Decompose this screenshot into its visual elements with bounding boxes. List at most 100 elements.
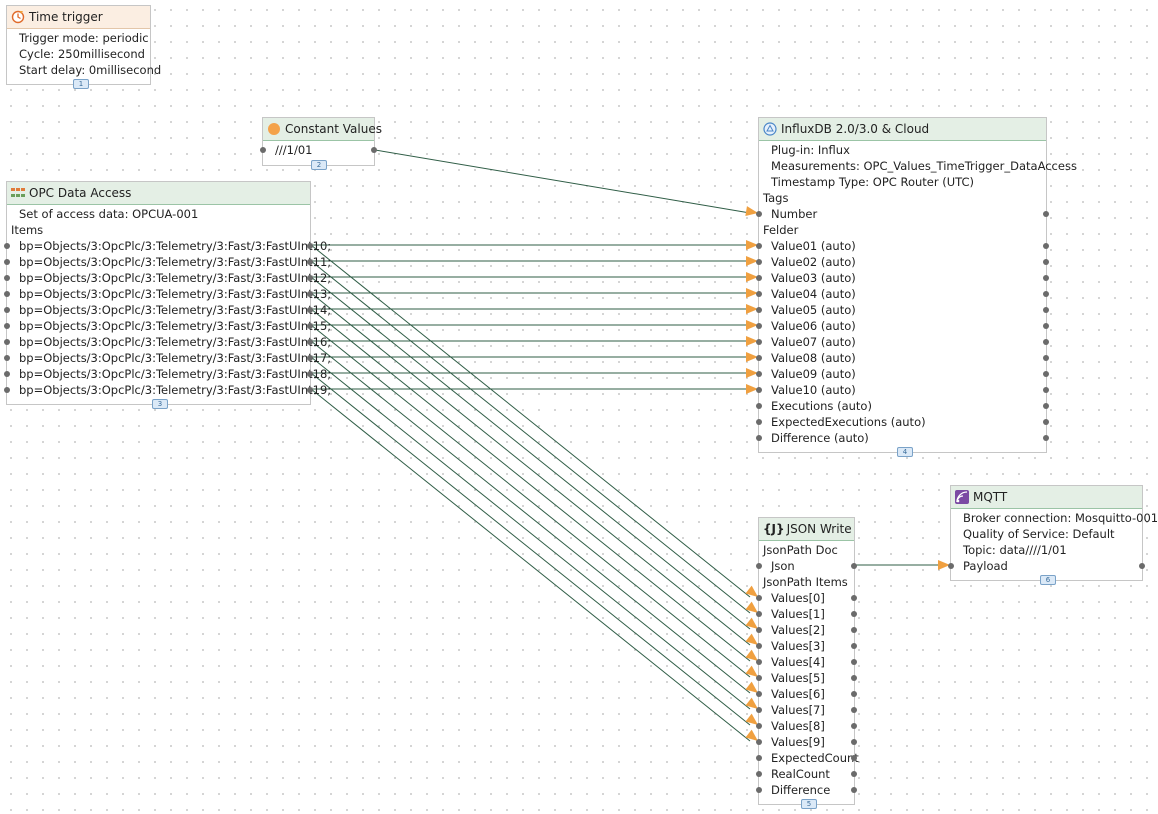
input-port[interactable] [756,403,762,409]
opc-item-row[interactable]: bp=Objects/3:OpcPlc/3:Telemetry/3:Fast/3… [4,238,331,254]
influx-field-row[interactable]: ExpectedExecutions (auto) [756,414,1049,430]
input-port[interactable] [948,563,954,569]
opc-to-json-wire-line[interactable] [310,260,751,614]
opc-to-json-wire-line[interactable] [310,308,751,662]
output-port[interactable] [307,291,313,297]
opc-item-row[interactable]: bp=Objects/3:OpcPlc/3:Telemetry/3:Fast/3… [4,382,331,398]
opc-to-json-wire-line[interactable] [310,356,751,710]
json-item-row[interactable]: Values[6] [756,686,857,702]
input-port[interactable] [4,291,10,297]
input-port[interactable] [4,371,10,377]
input-port[interactable] [756,595,762,601]
influx-field-row[interactable]: Value06 (auto) [756,318,1049,334]
input-port[interactable] [756,627,762,633]
influx-field-row[interactable]: Value10 (auto) [756,382,1049,398]
input-port[interactable] [4,275,10,281]
output-port[interactable] [307,243,313,249]
output-port[interactable] [851,595,857,601]
input-port[interactable] [260,147,266,153]
node-mqtt[interactable]: MQTT Broker connection: Mosquitto-001 Qu… [948,485,1158,585]
node-influxdb[interactable]: InfluxDB 2.0/3.0 & Cloud Plug-in: Influx… [756,117,1077,457]
output-port[interactable] [851,675,857,681]
node-opc-data-access[interactable]: OPC Data Access Set of access data: OPCU… [4,181,331,409]
input-port[interactable] [756,643,762,649]
output-port[interactable] [851,659,857,665]
json-item-row[interactable]: ExpectedCount [756,750,859,766]
input-port[interactable] [4,307,10,313]
output-port[interactable] [307,323,313,329]
influx-field-row[interactable]: Value02 (auto) [756,254,1049,270]
input-port[interactable] [756,707,762,713]
json-item-row[interactable]: Values[5] [756,670,857,686]
json-item-row[interactable]: Values[4] [756,654,857,670]
input-port[interactable] [756,739,762,745]
input-port[interactable] [756,419,762,425]
output-port[interactable] [1043,435,1049,441]
influx-field-row[interactable]: Value05 (auto) [756,302,1049,318]
input-port[interactable] [756,387,762,393]
input-port[interactable] [4,339,10,345]
json-item-row[interactable]: Values[8] [756,718,857,734]
node-header[interactable]: OPC Data Access [7,182,310,205]
input-port[interactable] [756,755,762,761]
input-port[interactable] [4,355,10,361]
output-port[interactable] [1043,211,1049,217]
opc-item-row[interactable]: bp=Objects/3:OpcPlc/3:Telemetry/3:Fast/3… [4,366,331,382]
output-port[interactable] [1043,355,1049,361]
input-port[interactable] [756,211,762,217]
output-port[interactable] [1139,563,1145,569]
input-port[interactable] [4,243,10,249]
node-header[interactable]: Constant Values [263,118,382,141]
output-port[interactable] [851,627,857,633]
node-time-trigger[interactable]: Time trigger Trigger mode: periodic Cycl… [6,5,161,89]
json-item-row[interactable]: Values[3] [756,638,857,654]
opc-to-json-wire-line[interactable] [310,292,751,646]
opc-item-row[interactable]: bp=Objects/3:OpcPlc/3:Telemetry/3:Fast/3… [4,270,331,286]
input-port[interactable] [756,291,762,297]
influx-field-row[interactable]: Value03 (auto) [756,270,1049,286]
opc-item-row[interactable]: bp=Objects/3:OpcPlc/3:Telemetry/3:Fast/3… [4,286,331,302]
input-port[interactable] [756,307,762,313]
output-port[interactable] [307,339,313,345]
output-port[interactable] [307,355,313,361]
input-port[interactable] [756,787,762,793]
node-header[interactable]: InfluxDB 2.0/3.0 & Cloud [759,118,1046,141]
opc-item-row[interactable]: bp=Objects/3:OpcPlc/3:Telemetry/3:Fast/3… [4,254,331,270]
json-item-row[interactable]: Values[2] [756,622,857,638]
input-port[interactable] [4,323,10,329]
output-port[interactable] [1043,387,1049,393]
opc-item-row[interactable]: bp=Objects/3:OpcPlc/3:Telemetry/3:Fast/3… [4,302,331,318]
input-port[interactable] [756,563,762,569]
opc-item-row[interactable]: bp=Objects/3:OpcPlc/3:Telemetry/3:Fast/3… [4,350,331,366]
output-port[interactable] [1043,291,1049,297]
output-port[interactable] [851,787,857,793]
json-item-row[interactable]: Values[1] [756,606,857,622]
input-port[interactable] [756,339,762,345]
node-header[interactable]: MQTT [951,486,1142,509]
output-port[interactable] [1043,307,1049,313]
output-port[interactable] [371,147,377,153]
output-port[interactable] [307,259,313,265]
output-port[interactable] [307,387,313,393]
output-port[interactable] [851,563,857,569]
influx-field-row[interactable]: Value08 (auto) [756,350,1049,366]
json-item-row[interactable]: RealCount [756,766,857,782]
output-port[interactable] [1043,275,1049,281]
input-port[interactable] [756,771,762,777]
influx-field-row[interactable]: Value07 (auto) [756,334,1049,350]
output-port[interactable] [1043,323,1049,329]
input-port[interactable] [756,611,762,617]
influx-field-row[interactable]: Value04 (auto) [756,286,1049,302]
opc-to-json-wire-line[interactable] [310,244,751,598]
opc-to-json-wire-line[interactable] [310,276,751,630]
node-json-write[interactable]: {J} JSON Write JsonPath Doc Json JsonPat… [756,517,859,809]
output-port[interactable] [851,643,857,649]
input-port[interactable] [4,259,10,265]
opc-item-row[interactable]: bp=Objects/3:OpcPlc/3:Telemetry/3:Fast/3… [4,334,331,350]
output-port[interactable] [1043,403,1049,409]
output-port[interactable] [851,691,857,697]
output-port[interactable] [851,707,857,713]
output-port[interactable] [307,275,313,281]
node-header[interactable]: {J} JSON Write [759,518,854,541]
output-port[interactable] [1043,419,1049,425]
